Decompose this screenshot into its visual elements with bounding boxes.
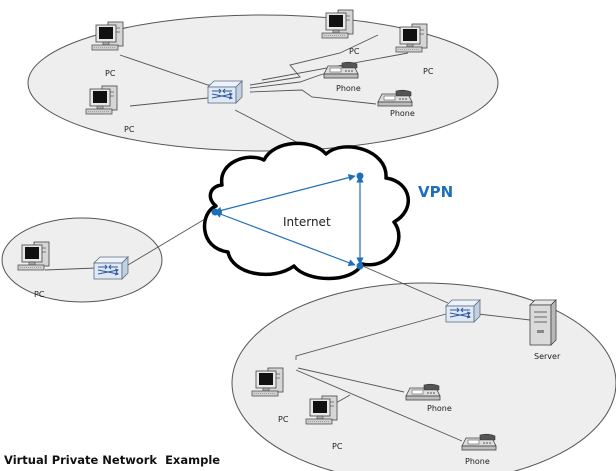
- bottom-pc-1: [251, 367, 284, 397]
- top-pc-2: [85, 85, 118, 115]
- internet-label: Internet: [283, 215, 331, 229]
- left-pc-label: PC: [34, 290, 45, 299]
- bottom-pc-2: [305, 395, 338, 425]
- bottom-pc-1-label: PC: [278, 415, 289, 424]
- top-pc-1-label: PC: [105, 69, 116, 78]
- vpn-endpoint-bottom: [356, 262, 364, 270]
- top-pc-3-label: PC: [349, 47, 360, 56]
- top-switch: [207, 80, 243, 104]
- vpn-endpoint-top: [356, 172, 364, 180]
- top-phone-2-label: Phone: [390, 109, 415, 118]
- top-pc-3: [321, 9, 354, 39]
- bottom-pc-2-label: PC: [332, 442, 343, 451]
- top-pc-4: [395, 23, 428, 53]
- bottom-phone-2-label: Phone: [465, 457, 490, 466]
- top-pc-1: [91, 21, 124, 51]
- left-pc: [17, 241, 50, 271]
- server-label: Server: [534, 352, 561, 361]
- server: [529, 299, 557, 346]
- vpn-label: VPN: [418, 183, 453, 201]
- left-switch: [93, 256, 129, 280]
- bottom-switch: [445, 299, 481, 323]
- site-left: [1, 217, 163, 303]
- vpn-endpoint-left: [211, 208, 219, 216]
- internet-cloud: [202, 141, 411, 281]
- vpn-tunnels: [214, 174, 364, 267]
- diagram-caption: Virtual Private Network Example: [4, 453, 220, 467]
- top-phone-1-label: Phone: [336, 84, 361, 93]
- site-bottom: [231, 282, 616, 471]
- top-pc-2-label: PC: [124, 125, 135, 134]
- bottom-phone-1-label: Phone: [427, 404, 452, 413]
- top-pc-4-label: PC: [423, 67, 434, 76]
